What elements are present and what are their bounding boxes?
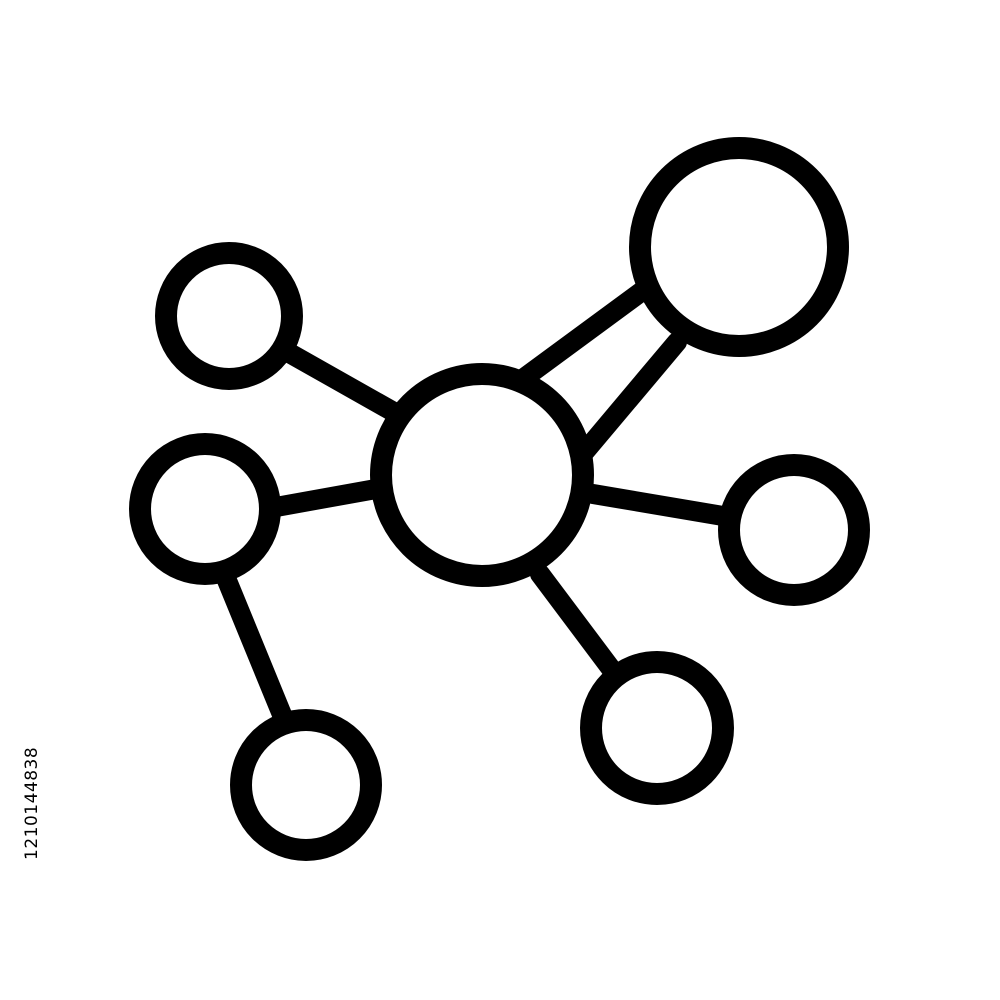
node-center bbox=[370, 363, 594, 587]
connector-center-left bbox=[266, 479, 386, 517]
node-bottom-left bbox=[230, 709, 382, 861]
connector-center-right bbox=[583, 484, 733, 526]
node-top-left bbox=[155, 242, 303, 390]
connector-left-bottom-left bbox=[216, 568, 295, 732]
node-left bbox=[129, 433, 281, 585]
connector-center-top-right-a bbox=[514, 279, 655, 388]
connector-lines bbox=[216, 279, 733, 732]
node-right bbox=[718, 454, 870, 606]
node-top-right bbox=[629, 137, 849, 357]
node-bottom-right bbox=[580, 651, 734, 805]
connector-center-bottom bbox=[530, 564, 622, 680]
connector-center-top-right-b bbox=[572, 332, 687, 465]
connector-center-top-left bbox=[274, 340, 402, 421]
stock-id-label: 1210144838 bbox=[22, 746, 42, 860]
nodes bbox=[129, 137, 870, 861]
